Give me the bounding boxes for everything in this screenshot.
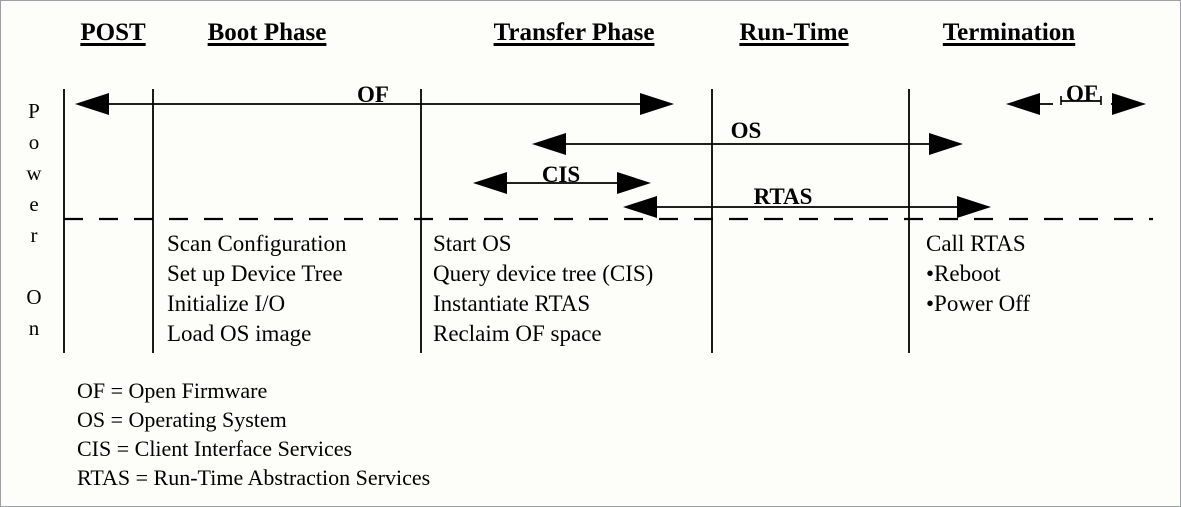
transfer-phase-task-list: Start OS Query device tree (CIS) Instantia… [433, 229, 653, 349]
legend-entry: RTAS = Run-Time Abstraction Services [77, 465, 431, 490]
task-line: Scan Configuration [167, 231, 347, 256]
task-line: Initialize I/O [167, 291, 286, 316]
legend-entry: CIS = Client Interface Services [77, 436, 353, 461]
os-flow-right-arrowhead [929, 133, 963, 155]
task-line: Reclaim OF space [433, 321, 602, 346]
of-flow-left-arrowhead [75, 93, 109, 115]
task-line: Start OS [433, 231, 512, 256]
task-line: Set up Device Tree [167, 261, 343, 286]
rtas-flow-left-arrowhead [623, 196, 657, 218]
flow-label-os: OS [730, 118, 762, 143]
task-line: Call RTAS [926, 231, 1026, 256]
power-on-letter: r [30, 223, 38, 247]
flow-label-of: OF [357, 82, 389, 107]
legend-entry: OF = Open Firmware [77, 378, 268, 403]
rtas-flow-right-arrowhead [957, 196, 991, 218]
termination-of-left-arrowhead [1006, 93, 1040, 115]
termination-of-label: OF [1066, 81, 1098, 106]
task-line: •Reboot [926, 261, 1001, 286]
legend-entry: OS = Operating System [77, 407, 287, 432]
termination-task-list: Call RTAS •Reboot •Power Off [926, 229, 1030, 319]
os-flow-left-arrowhead [532, 133, 566, 155]
task-line: •Power Off [926, 291, 1031, 316]
task-line: Instantiate RTAS [433, 291, 591, 316]
phase-title-transfer-phase: Transfer Phase [493, 19, 655, 46]
phase-title-post: POST [80, 19, 146, 46]
power-on-letter: w [26, 161, 42, 185]
power-on-letter: P [28, 99, 40, 123]
cis-flow-left-arrowhead [473, 172, 507, 194]
power-on-letter: e [29, 192, 39, 216]
phase-title-boot-phase: Boot Phase [207, 19, 327, 46]
task-line: Load OS image [167, 321, 312, 346]
power-on-letter: O [26, 285, 42, 309]
phase-title-termination: Termination [942, 19, 1076, 46]
task-line: Query device tree (CIS) [433, 261, 654, 286]
phase-title-run-time: Run-Time [739, 19, 849, 46]
flow-label-rtas: RTAS [753, 184, 813, 209]
cis-flow-right-arrowhead [617, 172, 651, 194]
power-on-letter: n [28, 316, 40, 340]
of-flow-right-arrowhead [640, 93, 674, 115]
power-on-letter: o [28, 130, 40, 154]
flow-label-cis: CIS [541, 162, 581, 187]
